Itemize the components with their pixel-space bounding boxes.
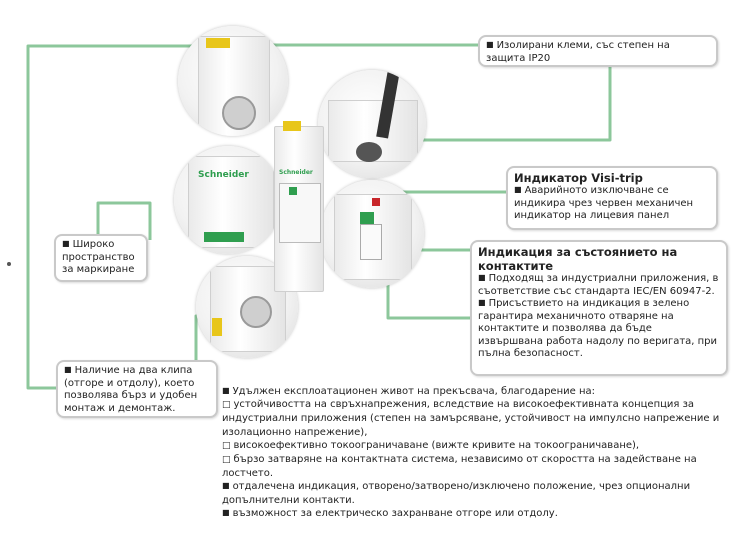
terminal-top-circle [178, 26, 288, 136]
marking-text: Широко пространство за маркиране [62, 239, 135, 275]
lifespan-item-2: високоефективно токоограничаване (вижте … [222, 439, 722, 453]
callout-clips: Наличие на два клипа (отгоре и отдолу), … [56, 360, 218, 418]
clips-circle [196, 256, 298, 358]
line-marking [96, 201, 152, 240]
callout-contact-status: Индикация за състоянието на контактите П… [470, 240, 728, 376]
clips-text: Наличие на два клипа (отгоре и отдолу), … [64, 365, 197, 414]
callout-terminals: Изолирани клеми, със степен на защита IP… [478, 35, 718, 67]
product-brand: Schneider [279, 169, 313, 176]
remote-indication: отдалечена индикация, отворено/затворено… [222, 480, 722, 506]
lifespan-item-1: устойчивостта на свръхнапрежения, вследс… [222, 398, 722, 439]
line-clips [26, 44, 215, 390]
callout-visi-trip: Индикатор Visi-trip Аварийното изключван… [506, 166, 718, 230]
contact-status-bullet-2: Присъствието на индикация в зелено гаран… [478, 298, 720, 361]
contact-status-title: Индикация за състоянието на контактите [478, 245, 678, 273]
visi-trip-text: Аварийното изключване се индикира чрез ч… [514, 185, 693, 221]
terminal-probe-circle [318, 70, 426, 178]
contact-status-bullet-1: Подходящ за индустриални приложения, в с… [478, 273, 720, 298]
brand-label: Schneider [198, 170, 249, 180]
marking-circle: Schneider [174, 146, 282, 254]
contact-indicator-circle [320, 180, 424, 288]
bullet-dot [7, 262, 11, 266]
lifespan-lead: Удължен експлоатационен живот на прекъсв… [222, 385, 722, 398]
breaker-product: Schneider [274, 121, 324, 292]
visi-trip-title: Индикатор Visi-trip [514, 171, 643, 185]
power-supply: възможност за електрическо захранване от… [222, 507, 722, 520]
lifespan-section: Удължен експлоатационен живот на прекъсв… [222, 385, 722, 520]
callout-marking: Широко пространство за маркиране [54, 234, 148, 282]
lifespan-item-3: бързо затваряне на контактната система, … [222, 453, 722, 480]
terminals-text: Изолирани клеми, със степен на защита IP… [486, 40, 670, 64]
line-terminals-2 [380, 60, 612, 142]
